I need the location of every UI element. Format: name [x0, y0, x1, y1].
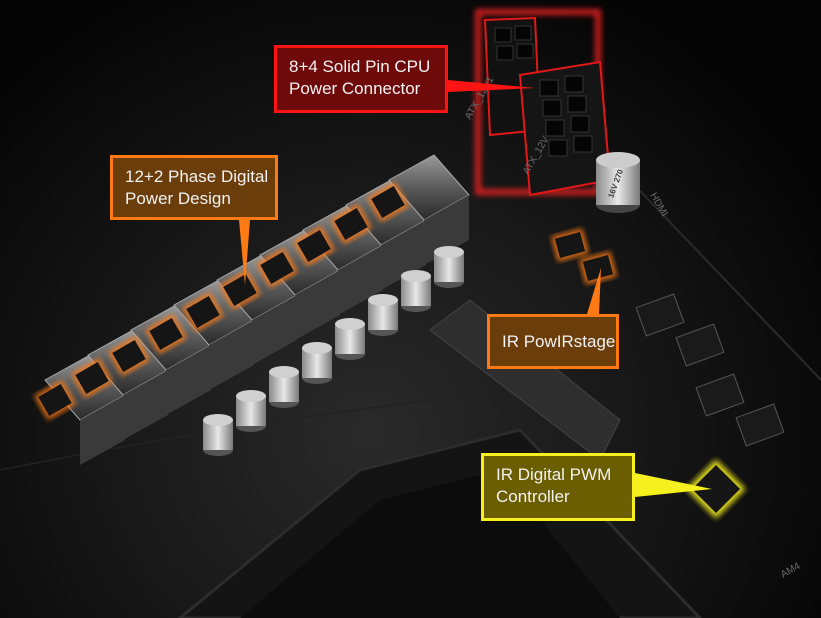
capacitor: 16V 270 [596, 152, 640, 213]
right-vrm-components [635, 293, 785, 447]
choke [388, 154, 470, 265]
powirstage-mosfet [71, 357, 113, 399]
capacitor [269, 366, 299, 408]
powirstage-mosfet [182, 291, 224, 333]
callout-text: 8+4 Solid Pin CPU [289, 57, 431, 76]
pcb-trace [619, 169, 821, 381]
powirstage-mosfet [579, 251, 617, 285]
socket-retention-bracket [429, 299, 621, 461]
capacitor [335, 318, 365, 360]
callout-text: Controller [496, 487, 570, 506]
powirstage-mosfet [108, 335, 150, 377]
powirstage-mosfet [367, 181, 409, 223]
callout-text: IR PowIRstage [502, 332, 616, 351]
powirstage-mosfet [551, 228, 589, 262]
callout-text: Power Design [125, 189, 231, 208]
callout-pwm-controller: IR Digital PWM Controller [481, 453, 635, 521]
powirstage-mosfet [34, 379, 76, 421]
powirstage-mosfet [293, 225, 335, 267]
capacitor [368, 294, 398, 336]
powirstage-row [34, 181, 617, 421]
callout-phase-power-design: 12+2 Phase Digital Power Design [110, 155, 278, 220]
cpu-callout-pointer [448, 80, 535, 92]
callout-text: Power Connector [289, 79, 421, 98]
capacitor [434, 246, 464, 288]
powirstage-mosfet [219, 269, 261, 311]
capacitor [302, 342, 332, 384]
powirstage-callout-pointer [587, 268, 601, 314]
silkscreen-hdmi: HDMI [647, 191, 669, 219]
powirstage-mosfet [145, 313, 187, 355]
callout-cpu-power-connector: 8+4 Solid Pin CPU Power Connector [274, 45, 448, 113]
powirstage-mosfet [256, 247, 298, 289]
callout-powirstage: IR PowIRstage [487, 314, 619, 369]
silkscreen-am4: AM4 [779, 561, 803, 581]
callout-text: IR Digital PWM [496, 465, 612, 484]
callout-text: 12+2 Phase Digital [125, 167, 269, 186]
capacitor [401, 270, 431, 312]
capacitor-row [203, 246, 464, 456]
capacitor [236, 390, 266, 432]
pwm-callout-pointer [635, 473, 712, 497]
capacitor [203, 414, 233, 456]
powirstage-mosfet [330, 203, 372, 245]
phase-callout-pointer [239, 220, 250, 285]
pwm-controller-chip [686, 459, 746, 519]
cpu-power-connector: ATX_12V ATX_12V1 [463, 9, 612, 197]
